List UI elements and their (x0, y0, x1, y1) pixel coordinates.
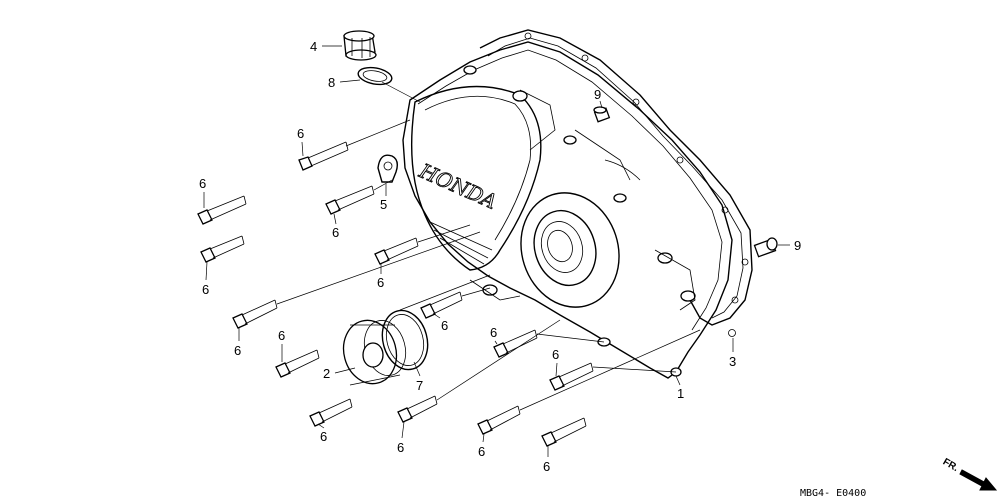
bolt-4 (200, 235, 245, 263)
callout-1: 1 (677, 386, 684, 401)
bolt-9 (493, 329, 605, 358)
front-direction-arrow: FR. (941, 457, 998, 491)
bolt-10 (549, 362, 677, 391)
callouts: 4 8 5 9 9 3 1 2 7 6 6 6 6 6 (199, 39, 801, 474)
callout-6-e: 6 (377, 275, 384, 290)
bolt-12 (397, 319, 561, 423)
callout-6-a: 6 (297, 126, 304, 141)
callout-6-f: 6 (441, 318, 448, 333)
case-gasket (479, 29, 753, 337)
bolt-5 (374, 224, 471, 265)
bolt-11 (309, 398, 353, 427)
bolt-1 (298, 119, 411, 171)
callout-4: 4 (310, 39, 317, 54)
bolt-6 (232, 231, 481, 329)
callout-6-b: 6 (199, 176, 206, 191)
o-ring (357, 66, 393, 86)
callout-6-k: 6 (320, 429, 327, 444)
callout-9-top: 9 (594, 87, 601, 102)
dowel-pin-top (593, 106, 611, 123)
bolt-13 (477, 329, 701, 435)
bolt-3 (325, 179, 393, 215)
plug-cap (342, 319, 407, 386)
bolt-8 (275, 349, 320, 378)
bolt-2 (197, 195, 247, 225)
callout-6-c: 6 (332, 225, 339, 240)
crankcase-cover: HONDA (402, 41, 733, 379)
callout-6-n: 6 (543, 459, 550, 474)
cover-logo: HONDA (415, 158, 500, 214)
callout-6-l: 6 (397, 440, 404, 455)
dowel-pin-right (753, 237, 778, 258)
callout-6-h: 6 (278, 328, 285, 343)
cap-leader (381, 81, 421, 103)
callout-3: 3 (729, 354, 736, 369)
clamp (377, 154, 399, 183)
callout-9-right: 9 (794, 238, 801, 253)
callout-6-j: 6 (552, 347, 559, 362)
callout-6-m: 6 (478, 444, 485, 459)
oil-filler-cap (343, 30, 377, 61)
part-code: MBG4- E0400 (800, 488, 866, 499)
bolt-14 (541, 417, 587, 447)
bolt-7 (420, 287, 491, 319)
plug-leader (399, 274, 491, 311)
plug-gasket (381, 309, 429, 371)
callout-8: 8 (328, 75, 335, 90)
front-direction-label: FR. (941, 457, 961, 475)
callout-6-g: 6 (234, 343, 241, 358)
bolt-set (197, 119, 701, 447)
callout-6-i: 6 (490, 325, 497, 340)
callout-7: 7 (416, 378, 423, 393)
callout-2: 2 (323, 366, 330, 381)
callout-5: 5 (380, 197, 387, 212)
callout-6-d: 6 (202, 282, 209, 297)
